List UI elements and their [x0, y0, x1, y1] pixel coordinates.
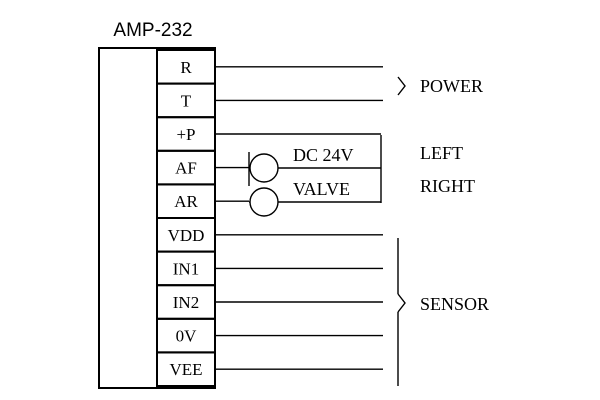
valve-left-label: LEFT [420, 143, 463, 163]
valve-circuit: DC 24V VALVE [248, 135, 382, 217]
terminal-label: AF [175, 159, 197, 178]
terminal-label: VDD [168, 226, 205, 245]
terminal-label: 0V [176, 327, 198, 346]
terminal-label: IN1 [173, 259, 199, 278]
solenoid-left-icon [249, 153, 279, 183]
terminal-row: IN1 [156, 250, 383, 287]
sensor-label: SENSOR [420, 294, 489, 314]
terminal-label: +P [176, 125, 195, 144]
terminal-label: VEE [169, 360, 202, 379]
terminal-row: VDD [156, 217, 383, 253]
terminal-row: IN2 [156, 284, 383, 320]
solenoid-right-icon [249, 187, 279, 217]
terminal-label: IN2 [173, 293, 199, 312]
terminal-label: T [181, 91, 192, 110]
valve-supply-label: DC 24V [293, 145, 354, 165]
terminal-row: 0V [156, 317, 383, 354]
terminal-row: VEE [156, 351, 383, 387]
terminal-label: AR [174, 192, 198, 211]
valve-right-label: RIGHT [420, 176, 475, 196]
valve-label: VALVE [293, 179, 350, 199]
module-title: AMP-232 [113, 20, 192, 41]
power-bracket-icon [397, 76, 406, 96]
terminal-row: +P [156, 116, 381, 152]
sensor-bracket-icon [397, 293, 406, 313]
terminal-row: R [156, 49, 383, 85]
terminal-label: R [180, 58, 192, 77]
terminal-row: T [156, 82, 383, 119]
power-label: POWER [420, 76, 483, 96]
